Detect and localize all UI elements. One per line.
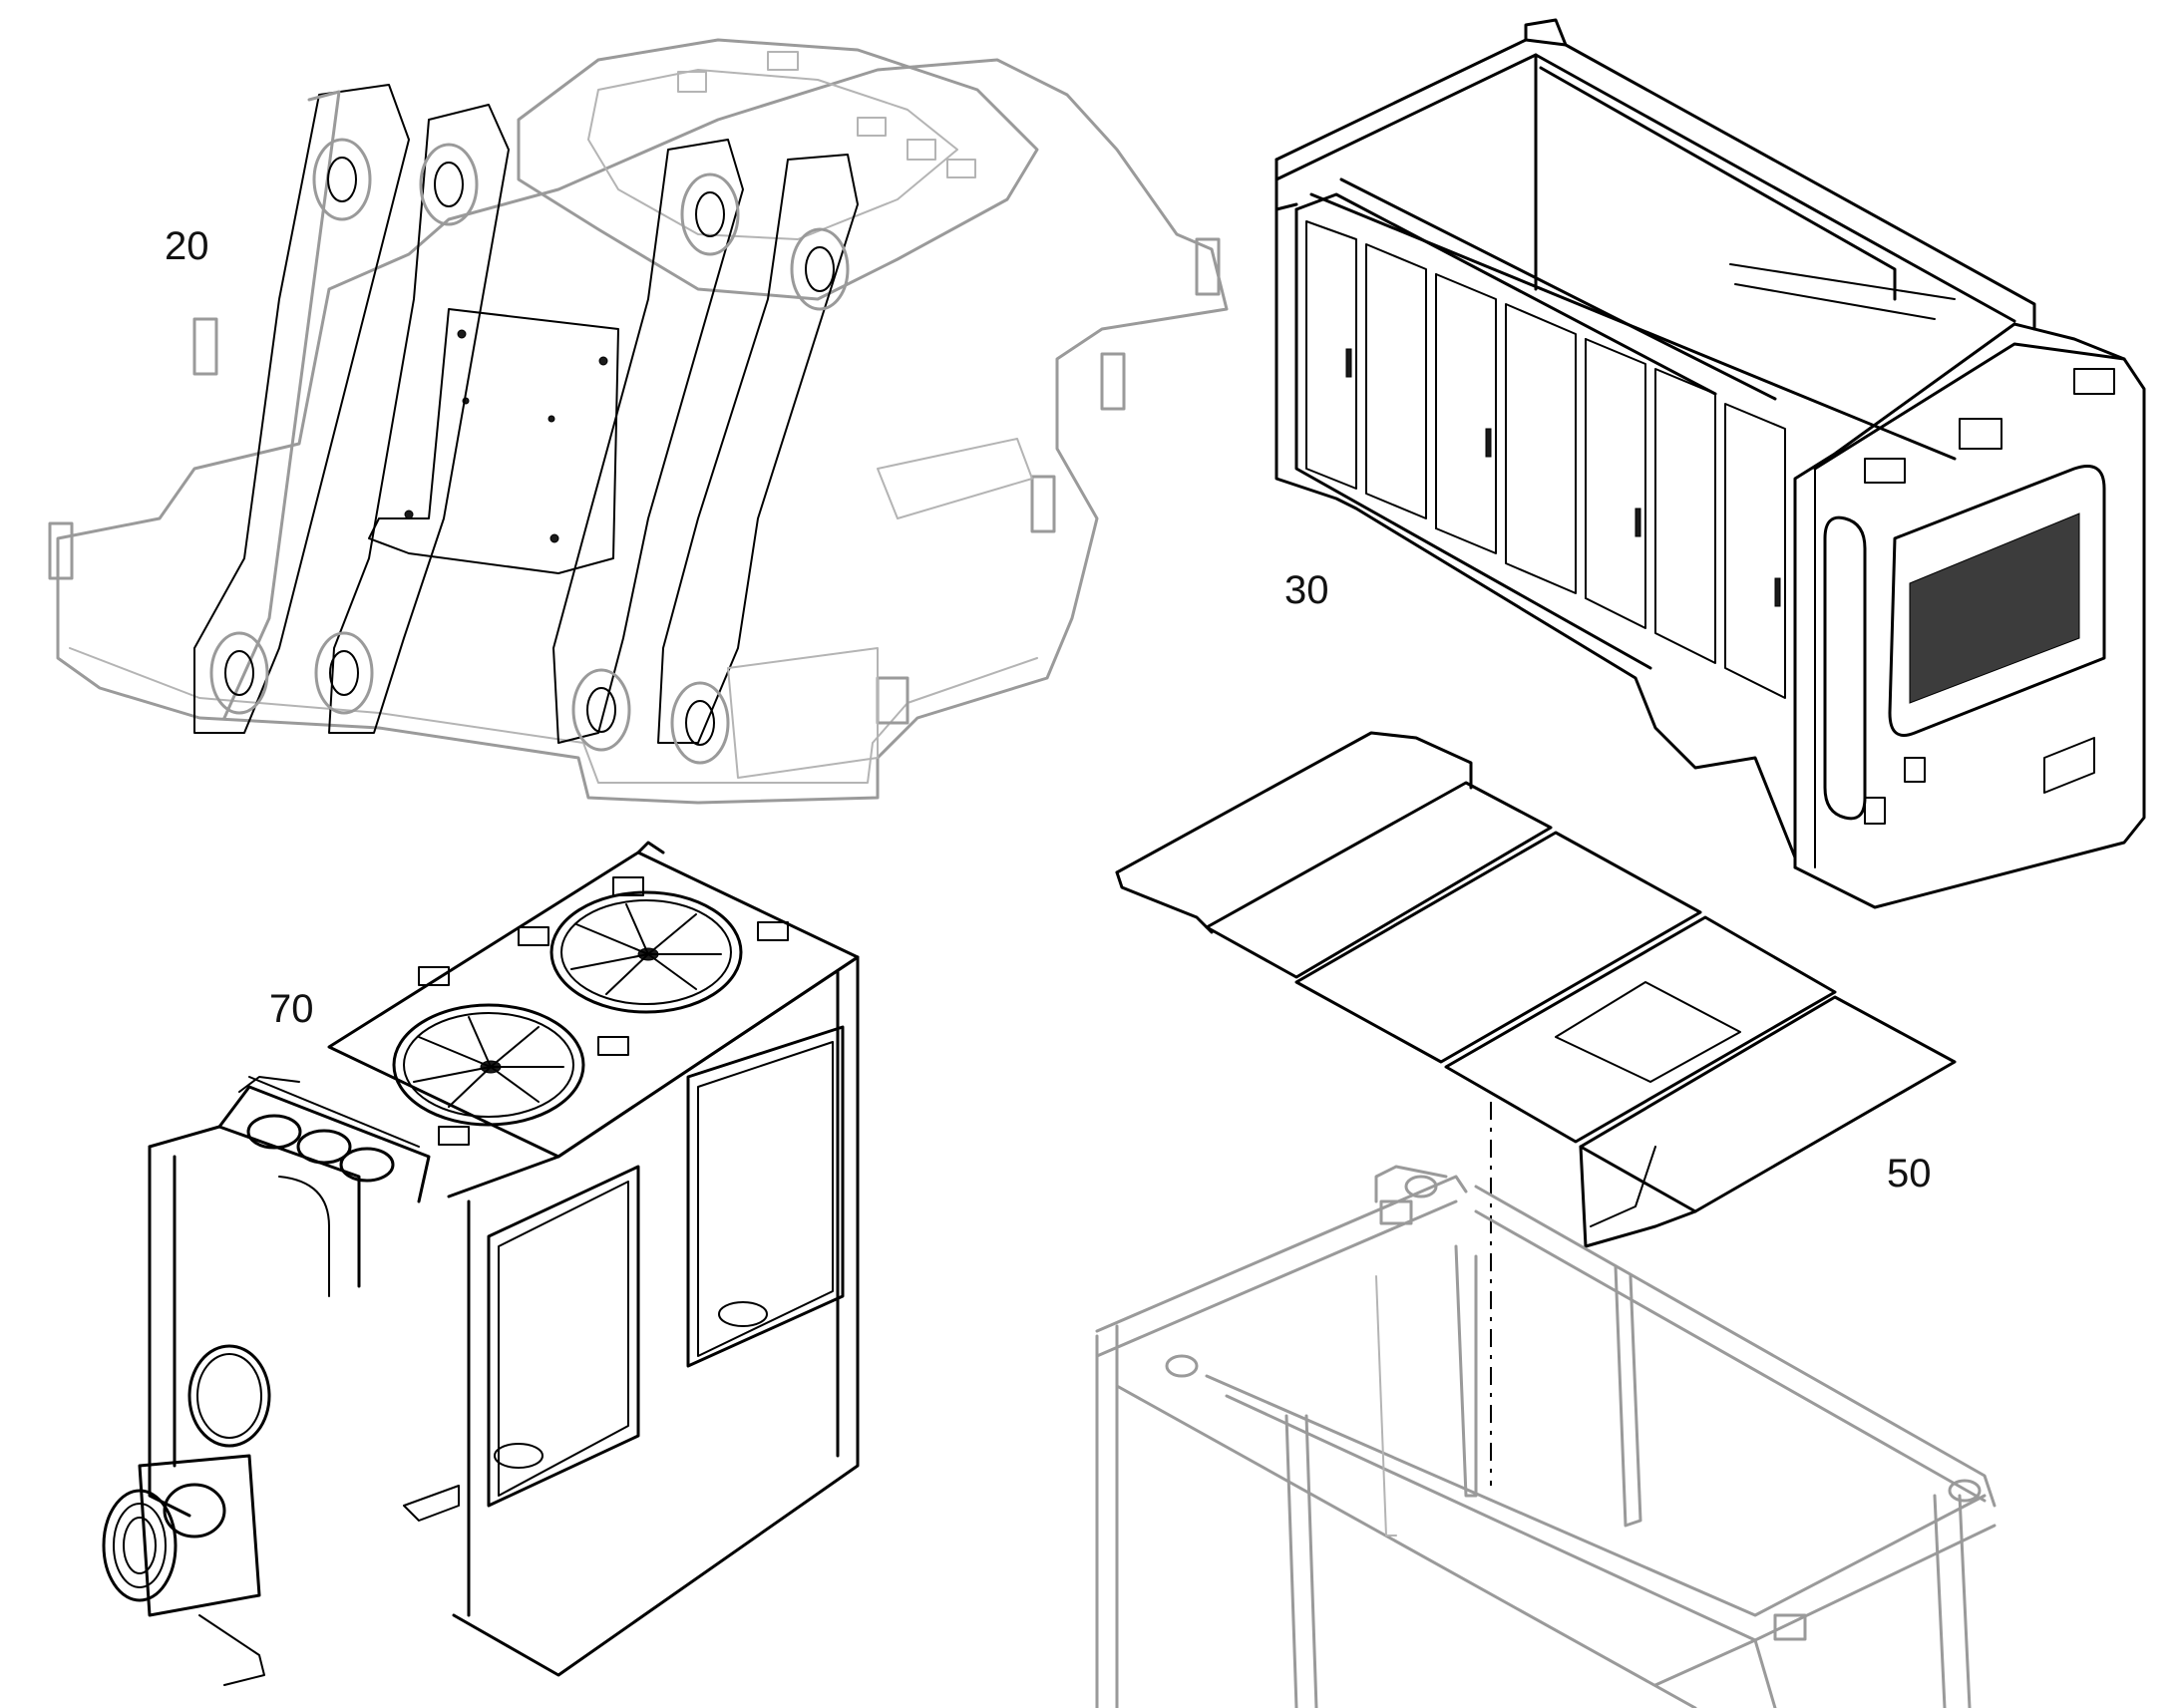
radiator-grille bbox=[1909, 512, 2080, 704]
cabinet-doors bbox=[1305, 220, 1786, 699]
label-part-50: 50 bbox=[1887, 1152, 1932, 1196]
part-20-upper-frame bbox=[48, 38, 1229, 805]
lower-support-frame bbox=[1095, 1165, 1997, 1708]
label-part-70: 70 bbox=[269, 987, 314, 1031]
part-30-enclosure bbox=[1274, 18, 2146, 909]
part-70-cooling-module bbox=[102, 841, 860, 1686]
fan-1 bbox=[392, 1003, 585, 1127]
label-part-30: 30 bbox=[1284, 568, 1329, 612]
fan-2 bbox=[549, 890, 743, 1014]
part-50-floor-panels bbox=[1115, 731, 1957, 1486]
arm-pin-bosses bbox=[209, 138, 850, 765]
label-part-20: 20 bbox=[165, 224, 209, 268]
